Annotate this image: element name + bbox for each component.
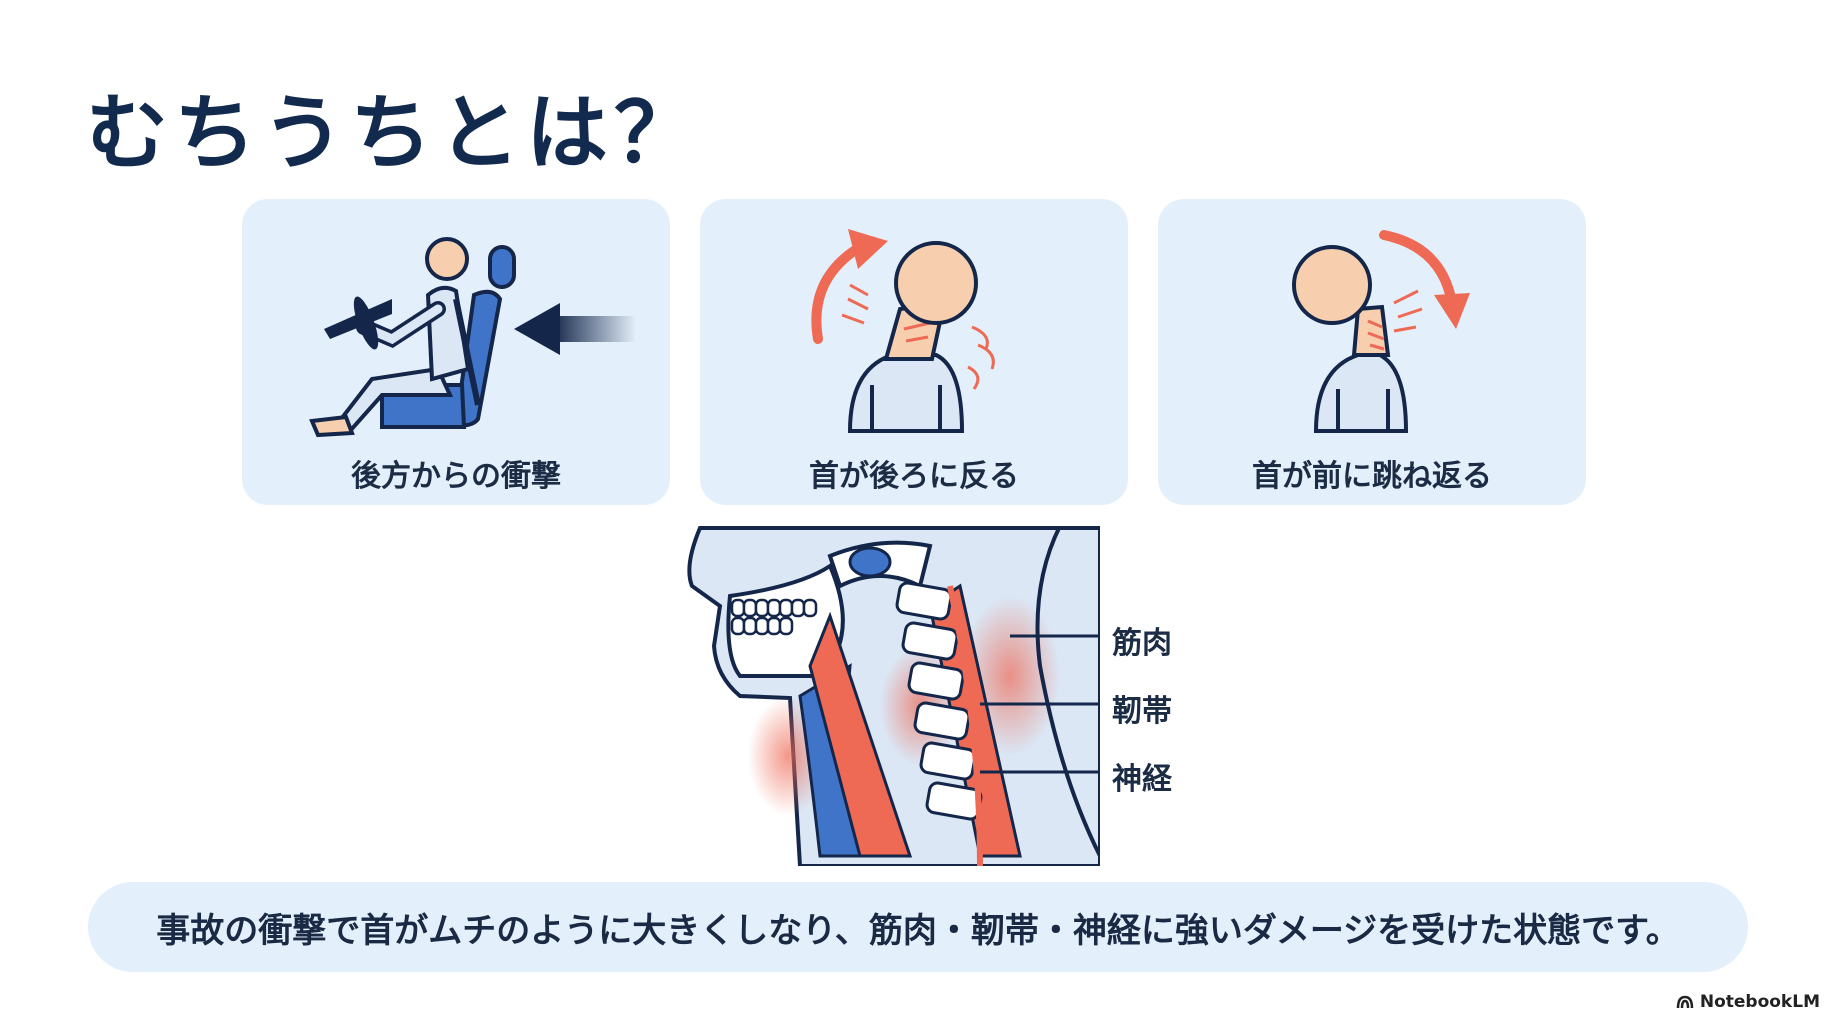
label-ligament: 靭帯 <box>1112 694 1172 729</box>
neck-anatomy-icon <box>687 525 1102 868</box>
card-label: 首が後ろに反る <box>809 459 1019 494</box>
notebooklm-logo-icon <box>1676 995 1694 1009</box>
label-muscle: 筋肉 <box>1112 626 1172 661</box>
neck-extension-icon <box>811 229 995 433</box>
brand-name: NotebookLM <box>1699 992 1820 1012</box>
card-rear-impact: 後方からの衝撃 <box>242 199 670 505</box>
card-label: 後方からの衝撃 <box>351 459 561 494</box>
neck-flexion-icon <box>1292 230 1470 433</box>
brand-watermark: NotebookLM <box>1676 992 1820 1012</box>
neck-anatomy-illustration: 筋肉 靭帯 神経 <box>680 525 1180 868</box>
card-label: 首が前に跳ね返る <box>1252 459 1492 494</box>
caption-banner: 事故の衝撃で首がムチのように大きくしなり、筋肉・靭帯・神経に強いダメージを受けた… <box>88 882 1748 972</box>
label-nerve: 神経 <box>1112 762 1172 797</box>
page-title: むちうちとは？ <box>86 86 703 181</box>
rear-impact-icon <box>309 237 636 438</box>
card-neck-flexion: 首が前に跳ね返る <box>1158 199 1586 505</box>
caption-text: 事故の衝撃で首がムチのように大きくしなり、筋肉・靭帯・神経に強いダメージを受けた… <box>156 910 1680 951</box>
card-neck-extension: 首が後ろに反る <box>700 199 1128 505</box>
